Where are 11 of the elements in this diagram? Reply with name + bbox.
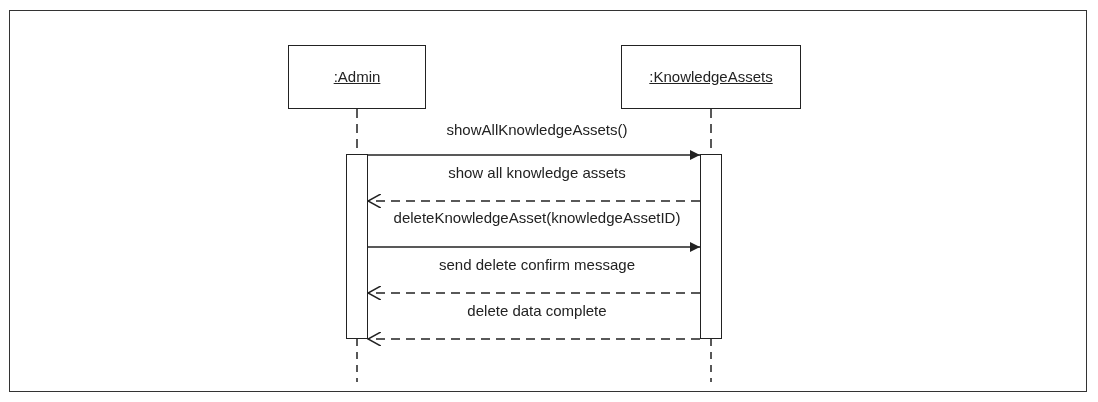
lifeline-head-box: [621, 45, 801, 109]
message-arrow: [367, 285, 701, 301]
object-name: :Admin: [333, 66, 381, 87]
object-name: :KnowledgeAssets: [649, 66, 773, 87]
lifeline-head-box: [288, 45, 426, 109]
message-arrow: [367, 331, 701, 347]
activation-bar: [346, 154, 368, 339]
activation-bar: [700, 154, 722, 339]
message-arrow: [367, 242, 701, 252]
message-arrow: [367, 193, 701, 209]
message-arrow: [367, 150, 701, 160]
